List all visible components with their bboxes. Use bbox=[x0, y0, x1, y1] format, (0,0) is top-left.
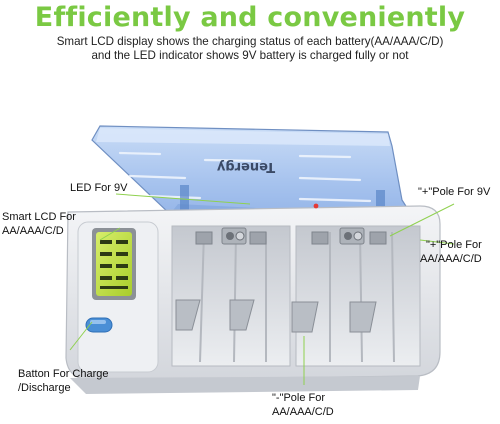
callout-batton-line-1: Batton For Charge bbox=[18, 368, 109, 380]
battery-bays bbox=[171, 203, 421, 367]
smart-lcd-display bbox=[92, 228, 136, 300]
callout-plus-aa: "+"Pole For AA/AAA/C/D bbox=[420, 238, 482, 266]
callout-batton-line-2: /Discharge bbox=[18, 382, 71, 394]
callout-led-9v: LED For 9V bbox=[70, 182, 128, 194]
callout-plus-aa-line-1: "+"Pole For bbox=[425, 239, 482, 251]
callout-minus-aa-line-1: "-"Pole For bbox=[272, 392, 326, 404]
nine-volt-contact-left bbox=[221, 227, 247, 245]
subtitle-line-1: Smart LCD display shows the charging sta… bbox=[56, 35, 444, 48]
battery-bars-icon bbox=[100, 240, 128, 289]
callout-minus-aa: "-"Pole For AA/AAA/C/D bbox=[272, 391, 334, 419]
nine-volt-contact-right bbox=[339, 227, 365, 245]
callout-smart-lcd-line-2: AA/AAA/C/D bbox=[2, 225, 64, 237]
callout-batton: Batton For Charge /Discharge bbox=[18, 367, 109, 395]
brand-logo: Tenergy bbox=[216, 159, 275, 174]
callout-smart-lcd-line-1: Smart LCD For bbox=[2, 211, 76, 223]
callout-plus-aa-line-2: AA/AAA/C/D bbox=[420, 253, 482, 265]
subtitle-line-2: and the LED indicator shows 9V battery i… bbox=[91, 49, 409, 62]
headline: Efficiently and conveniently bbox=[34, 2, 466, 33]
callout-plus-9v: "+"Pole For 9V bbox=[418, 186, 491, 198]
callout-minus-aa-line-2: AA/AAA/C/D bbox=[272, 406, 334, 418]
charge-discharge-button[interactable] bbox=[85, 317, 113, 333]
callout-smart-lcd: Smart LCD For AA/AAA/C/D bbox=[2, 210, 76, 238]
led-9v-indicator bbox=[313, 203, 319, 209]
callout-lines bbox=[69, 193, 455, 385]
